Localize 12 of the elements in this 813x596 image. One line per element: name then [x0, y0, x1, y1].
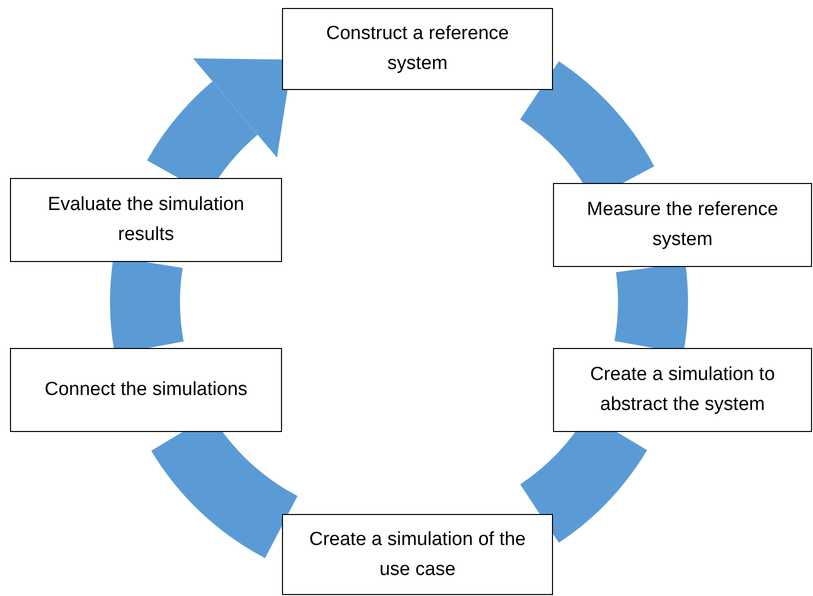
step-box — [553, 348, 812, 432]
step-box — [553, 183, 812, 267]
step-box — [10, 348, 282, 432]
step-box — [282, 514, 553, 595]
step-text: Create a simulation to abstract the system — [589, 363, 776, 417]
step-text: Measure the reference system — [586, 198, 780, 252]
step-text: Connect the simulations — [44, 378, 248, 402]
step-text: Construct a reference system — [325, 22, 510, 76]
step-box — [10, 178, 282, 262]
step-box — [282, 8, 553, 90]
step-text: Create a simulation of the use case — [308, 528, 527, 582]
step-text: Evaluate the simulation results — [46, 193, 246, 247]
